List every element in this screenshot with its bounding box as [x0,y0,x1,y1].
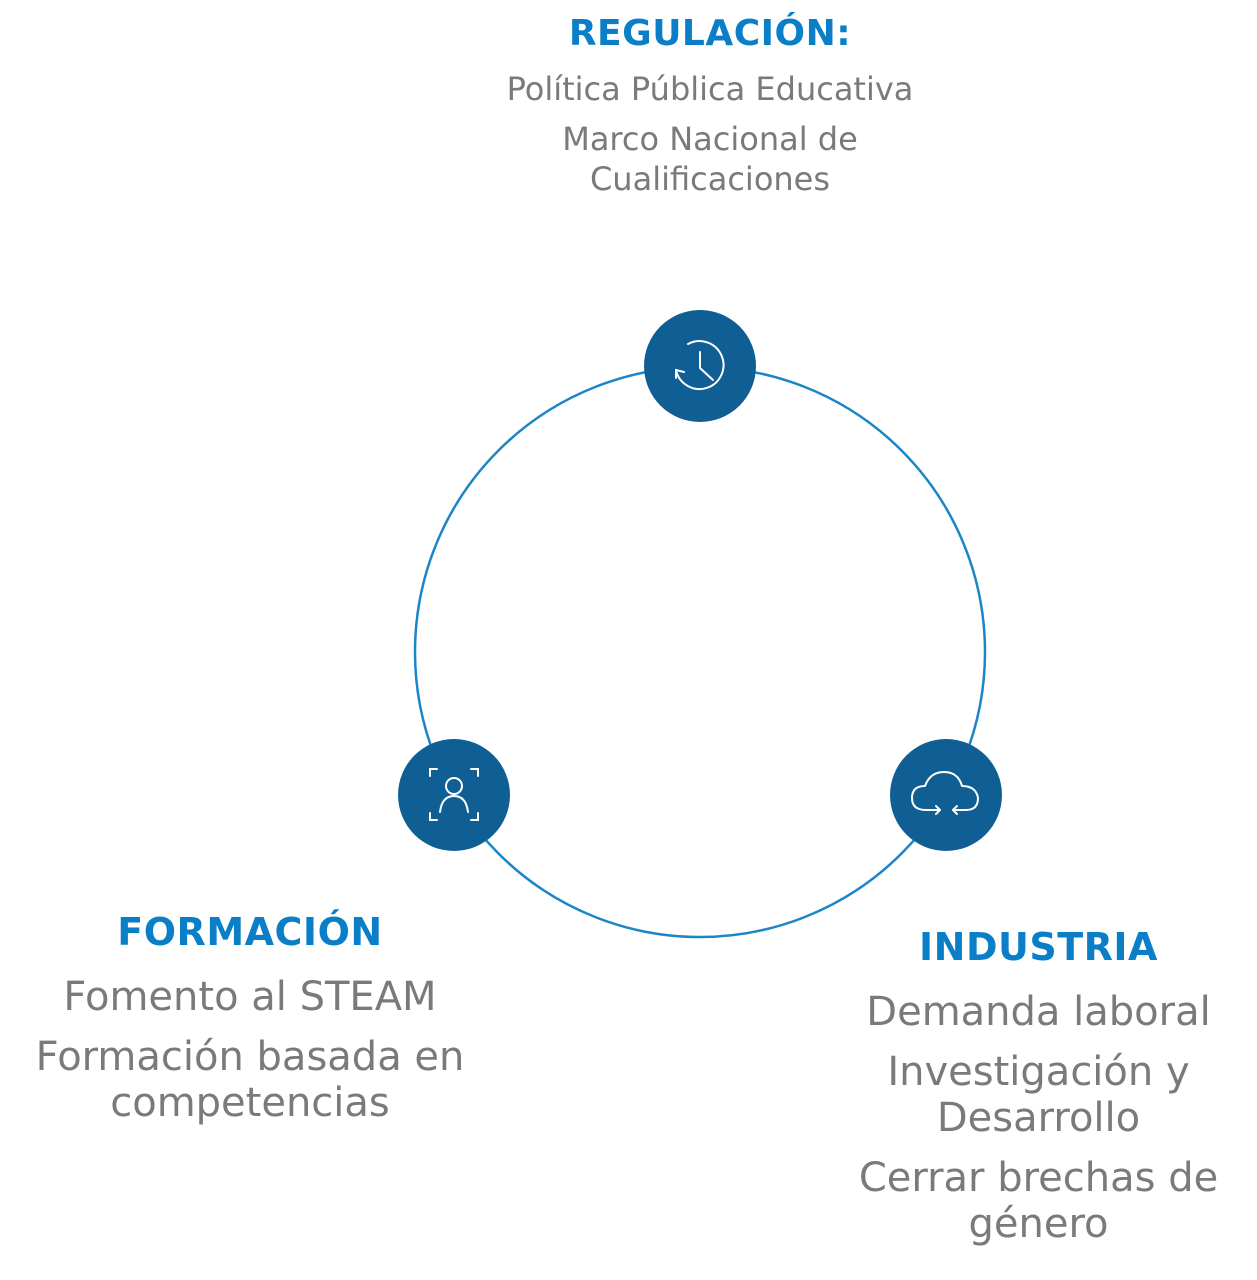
regulacion-node [644,310,756,422]
clock-history-icon [675,340,725,391]
industria-item: Demanda laboral [866,988,1211,1035]
formacion-item: Formación basada en competencias [35,1033,465,1126]
regulacion-item: Marco Nacional de Cualificaciones [562,120,858,199]
regulacion-item: Política Pública Educativa [506,70,914,109]
regulacion-title: REGULACIÓN: [568,13,852,54]
industria-block: INDUSTRIA Demanda laboral Investigación … [820,925,1257,1247]
industria-item: Cerrar brechas de género [858,1154,1219,1247]
formacion-node [398,739,510,851]
formacion-item: Fomento al STEAM [63,973,437,1020]
industria-item: Investigación y Desarrollo [887,1048,1190,1141]
industria-title: INDUSTRIA [919,925,1158,969]
cycle-ring [413,365,987,939]
regulacion-block: REGULACIÓN: Política Pública Educativa M… [430,12,990,199]
industria-node [890,739,1002,851]
cloud-sync-icon [911,771,979,815]
formacion-block: FORMACIÓN Fomento al STEAM Formación bas… [0,910,500,1126]
person-focus-icon [429,768,479,821]
formacion-title: FORMACIÓN [117,910,383,954]
